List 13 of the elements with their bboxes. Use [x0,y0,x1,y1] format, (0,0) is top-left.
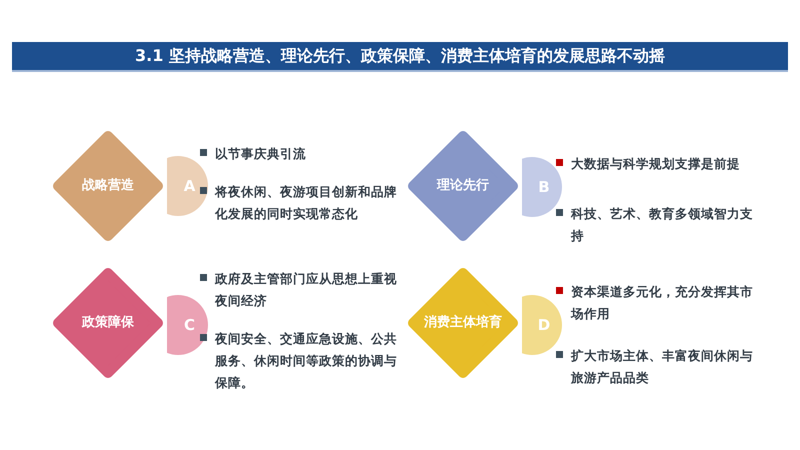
title-bar: 3.1 坚持战略营造、理论先行、政策保障、消费主体培育的发展思路不动摇 [12,42,788,72]
diamond-shape: 消费主体培育 [405,265,521,381]
bullet-text: 以节事庆典引流 [215,145,306,163]
bullet-text: 将夜休闲、夜游项目创新和品牌化发展的同时实现常态化 [215,183,398,223]
bullet-text: 扩大市场主体、丰富夜间休闲与旅游产品品类 [571,347,754,387]
bullet-text: 科技、艺术、教育多领域智力支持 [571,205,754,245]
bullet-text: 政府及主管部门应从思想上重视夜间经济 [215,270,398,310]
bullet-text: 资本渠道多元化，充分发挥其市场作用 [571,283,754,323]
diamond-shape: 政策障保 [50,265,166,381]
diamond-shape: 理论先行 [405,128,521,244]
diamond-shape: 战略营造 [50,128,166,244]
bullet-text: 大数据与科学规划支撑是前提 [571,155,740,173]
bullet-text: 夜间安全、交通应急设施、公共服务、休闲时间等政策的协调与保障。 [215,330,398,392]
